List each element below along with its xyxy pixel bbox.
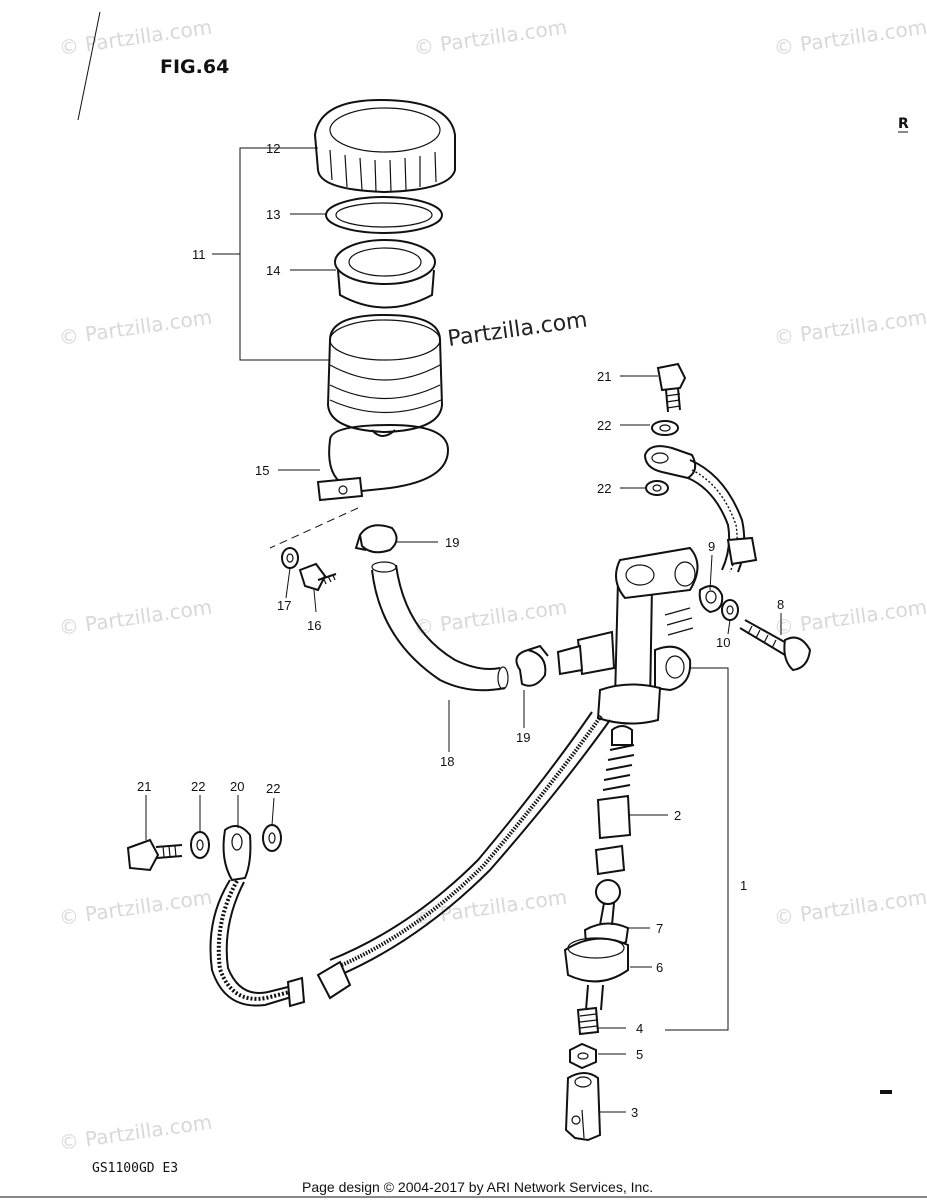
leader-1-bracket [665,667,729,1031]
screw-16 [298,562,337,592]
callout-8: 8 [777,597,784,612]
callout-12: 12 [266,141,280,156]
pushrod-seal-7 [583,879,630,948]
washer-22-upper-a [651,420,679,436]
bolt-21-lower [126,838,183,872]
washer-17 [281,547,299,569]
leader-11-bracket [239,147,330,361]
watermark: © Partzilla.com [57,15,213,60]
hose-fitting-9 [698,585,724,614]
corner-mark: R [898,116,909,132]
watermark: © Partzilla.com [57,885,213,930]
watermark: © Partzilla.com [772,885,927,930]
washer-22-lower-a [190,831,210,859]
callout-22-lower-b: 22 [266,781,280,796]
callout-19-upper: 19 [445,535,459,550]
washer-10 [721,599,739,621]
callout-7: 7 [656,921,663,936]
diaphragm-plate-14 [334,239,436,309]
callout-5: 5 [636,1047,643,1062]
watermark: © Partzilla.com [57,305,213,350]
callout-22-upper-b: 22 [597,481,611,496]
footer-credit: Page design © 2004-2017 by ARI Network S… [302,1179,653,1195]
bolt-21-upper [656,362,687,413]
callout-20: 20 [230,779,244,794]
callout-17: 17 [277,598,291,613]
watermark: © Partzilla.com [57,1110,213,1155]
callout-1: 1 [740,878,747,893]
callout-16: 16 [307,618,321,633]
callout-9: 9 [708,539,715,554]
reservoir-hose-18 [371,561,509,692]
brake-hose-lower [209,879,306,1008]
watermark: © Partzilla.com [772,15,927,60]
callout-21-lower: 21 [137,779,151,794]
watermark: © Partzilla.com [772,595,927,640]
callout-6: 6 [656,960,663,975]
hose-upper-brake [687,459,758,573]
clamp-band-15 [316,423,450,502]
callout-14: 14 [266,263,280,278]
callout-2: 2 [674,808,681,823]
watermark: © Partzilla.com [412,15,568,60]
banjo-fitting-20 [222,825,252,882]
lock-nut-5 [569,1042,597,1070]
center-watermark: © Partzilla.com [417,308,589,356]
washer-22-lower-b [262,824,282,852]
master-cylinder-body [556,546,699,725]
reservoir-cap-12 [313,98,456,194]
reservoir-body [326,313,444,437]
figure-title: FIG.64 [160,56,229,78]
hose-clamp-19-upper [354,524,398,554]
brake-hose-long [316,711,611,1000]
clevis-3 [564,1072,602,1142]
washer-22-upper-b [645,480,669,496]
watermark-layer: © Partzilla.com © Partzilla.com © Partzi… [57,15,927,1155]
callout-22-lower-a: 22 [191,779,205,794]
watermark: © Partzilla.com [772,305,927,350]
callout-19-lower: 19 [516,730,530,745]
adjuster-rod-4 [576,1006,600,1036]
model-code: GS1100GD E3 [92,1161,178,1176]
edge-mark [880,1090,892,1094]
callout-labels: 12 13 11 14 15 17 16 19 18 19 21 22 22 9… [137,141,784,1120]
watermark: © Partzilla.com [412,885,568,930]
callout-leaders [145,147,782,1113]
bolt-8 [739,619,812,672]
scan-mark [77,11,101,121]
leader-15-dashed [269,507,359,549]
gasket-13 [325,196,443,234]
banjo-fitting-upper [643,445,697,480]
callout-15: 15 [255,463,269,478]
spring-2 [594,725,635,876]
hose-clamp-19-lower [515,644,549,687]
callout-22-upper-a: 22 [597,418,611,433]
watermark: © Partzilla.com [412,595,568,640]
callout-18: 18 [440,754,454,769]
callout-3: 3 [631,1105,638,1120]
callout-13: 13 [266,207,280,222]
boot-6 [563,937,629,1011]
callout-4: 4 [636,1021,643,1036]
watermark: © Partzilla.com [57,595,213,640]
callout-10: 10 [716,635,730,650]
callout-11: 11 [192,247,206,262]
callout-21-upper: 21 [597,369,611,384]
